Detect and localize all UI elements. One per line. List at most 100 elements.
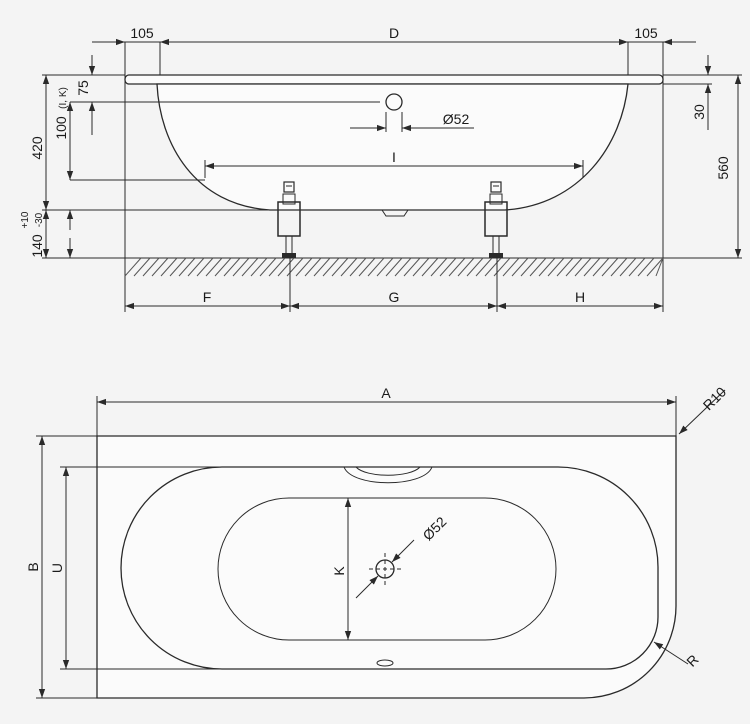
tub-body bbox=[156, 83, 629, 211]
hatch-stroke bbox=[313, 257, 331, 277]
label-30: 30 bbox=[691, 104, 707, 120]
hatch-stroke bbox=[295, 257, 313, 277]
label-B: B bbox=[25, 562, 41, 571]
label-140-lower-tol: -30 bbox=[34, 212, 45, 227]
overflow-slot bbox=[376, 659, 394, 667]
hatch-stroke bbox=[412, 257, 430, 277]
tub-rim bbox=[124, 74, 664, 85]
hatch-stroke bbox=[178, 257, 196, 277]
label-100-note: (I, K) bbox=[58, 87, 69, 109]
hatch-stroke bbox=[358, 257, 376, 277]
hatch-stroke bbox=[241, 257, 259, 277]
label-75: 75 bbox=[75, 80, 91, 96]
hatch-stroke bbox=[475, 257, 493, 277]
hatch-stroke bbox=[556, 257, 574, 277]
hatch-stroke bbox=[583, 257, 601, 277]
label-105-left: 105 bbox=[130, 25, 154, 41]
hatch-stroke bbox=[367, 257, 385, 277]
overflow-notch bbox=[343, 466, 433, 484]
hatch-stroke bbox=[619, 257, 637, 277]
tub-bowl-bottom bbox=[217, 497, 557, 641]
hatch-stroke bbox=[403, 257, 421, 277]
hatch-stroke bbox=[457, 257, 475, 277]
hatch-stroke bbox=[529, 257, 547, 277]
hatch-stroke bbox=[655, 257, 664, 277]
label-I: I bbox=[392, 149, 396, 165]
label-F: F bbox=[203, 289, 212, 305]
hatch-stroke bbox=[421, 257, 439, 277]
hatch-stroke bbox=[187, 257, 205, 277]
label-D: D bbox=[389, 25, 399, 41]
label-H: H bbox=[575, 289, 585, 305]
hatch-stroke bbox=[439, 257, 457, 277]
hatch-stroke bbox=[232, 257, 250, 277]
hatch-stroke bbox=[250, 257, 268, 277]
hatch-stroke bbox=[376, 257, 394, 277]
tub-drain-outlet bbox=[381, 209, 409, 217]
label-140-upper-tol: +10 bbox=[20, 211, 31, 228]
side-view: 105 D 105 Ø52 I bbox=[20, 25, 742, 312]
hatch-stroke bbox=[637, 257, 655, 277]
hatch-stroke bbox=[484, 257, 502, 277]
hatch-stroke bbox=[349, 257, 367, 277]
leg-right bbox=[484, 181, 508, 258]
hatch-stroke bbox=[448, 257, 466, 277]
hatch-stroke bbox=[520, 257, 538, 277]
floor-hatching bbox=[124, 257, 664, 277]
dim-leader-R10 bbox=[678, 389, 726, 435]
hatch-stroke bbox=[304, 257, 322, 277]
hatch-stroke bbox=[142, 257, 160, 277]
hatch-stroke bbox=[322, 257, 340, 277]
hatch-stroke bbox=[511, 257, 529, 277]
hatch-stroke bbox=[610, 257, 628, 277]
hatch-stroke bbox=[394, 257, 412, 277]
label-420: 420 bbox=[29, 136, 45, 160]
hatch-stroke bbox=[502, 257, 520, 277]
hatch-stroke bbox=[259, 257, 277, 277]
hatch-stroke bbox=[331, 257, 349, 277]
hatch-stroke bbox=[286, 257, 304, 277]
hatch-stroke bbox=[538, 257, 556, 277]
hatch-stroke bbox=[196, 257, 214, 277]
hatch-stroke bbox=[205, 257, 223, 277]
hatch-stroke bbox=[646, 257, 664, 277]
label-G: G bbox=[389, 289, 400, 305]
label-K: K bbox=[331, 566, 347, 576]
label-100: 100 bbox=[53, 116, 69, 140]
hatch-stroke bbox=[592, 257, 610, 277]
dim-line-drain-top-a bbox=[355, 575, 379, 599]
hatch-stroke bbox=[214, 257, 232, 277]
dim-leader-R bbox=[653, 641, 689, 665]
hatch-stroke bbox=[223, 257, 241, 277]
hatch-stroke bbox=[151, 257, 169, 277]
label-A: A bbox=[381, 385, 391, 401]
overflow-notch-inner bbox=[355, 466, 421, 476]
hatch-stroke bbox=[385, 257, 403, 277]
label-R: R bbox=[683, 651, 701, 669]
hatch-stroke bbox=[574, 257, 592, 277]
leg-left bbox=[277, 181, 301, 258]
hatch-stroke bbox=[565, 257, 583, 277]
tub-bowl-outer bbox=[120, 466, 659, 670]
hatch-stroke bbox=[430, 257, 448, 277]
hatch-stroke bbox=[628, 257, 646, 277]
hatch-stroke bbox=[466, 257, 484, 277]
label-U: U bbox=[49, 563, 65, 573]
hatch-stroke bbox=[601, 257, 619, 277]
label-560: 560 bbox=[715, 156, 731, 180]
overflow-hole bbox=[385, 93, 403, 111]
label-140: 140 bbox=[29, 234, 45, 258]
label-R10: R10 bbox=[700, 384, 730, 414]
hatch-stroke bbox=[493, 257, 511, 277]
hatch-stroke bbox=[277, 257, 295, 277]
hatch-stroke bbox=[340, 257, 358, 277]
dim-line-drain-top-b bbox=[391, 539, 415, 563]
hatch-stroke bbox=[547, 257, 565, 277]
hatch-stroke bbox=[169, 257, 187, 277]
hatch-stroke bbox=[268, 257, 286, 277]
top-view: Ø52 K A R10 B U R bbox=[25, 384, 730, 699]
hatch-stroke bbox=[133, 257, 151, 277]
hatch-stroke bbox=[124, 257, 142, 277]
hatch-stroke bbox=[160, 257, 178, 277]
